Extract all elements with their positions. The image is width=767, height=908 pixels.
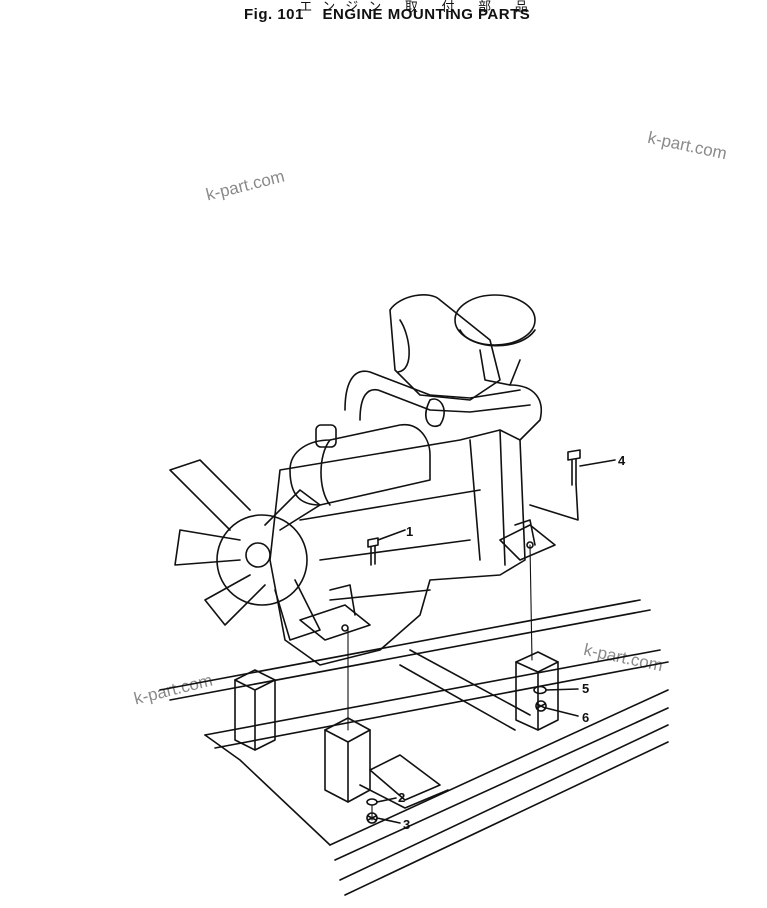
callout-2: 2 [398,790,406,805]
nut-part-6 [535,700,579,717]
mount-centerlines [347,544,539,821]
callout-3: 3 [403,817,411,832]
fan [169,459,321,641]
nut-part-3 [366,812,401,824]
frame-rails [159,599,669,896]
washer-part-5 [533,685,579,695]
figure-number: Fig. 101 [244,6,304,23]
callout-1: 1 [406,524,414,539]
washer-part-2 [366,797,397,806]
figure-name: ENGINE MOUNTING PARTS [322,6,531,23]
figure-title: Fig. 101 ENGINE MOUNTING PARTS [244,6,530,23]
callout-4: 4 [618,453,626,468]
bolt-part-4 [529,449,616,521]
engine-block [269,294,556,666]
callout-5: 5 [582,681,590,696]
title-japanese: エンジン 取 付 部 品 [299,0,538,14]
callout-6: 6 [582,710,590,725]
bolt-part-1 [367,529,406,566]
